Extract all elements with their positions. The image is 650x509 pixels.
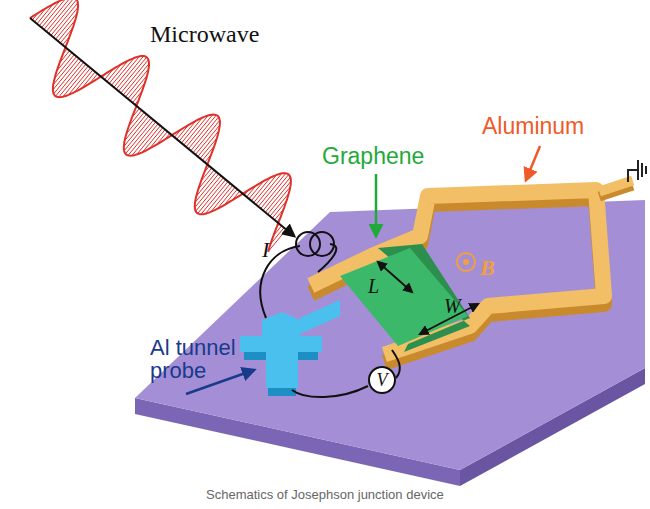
part-label: Al tunnel probe: [150, 336, 250, 382]
wave-hatch: [44, 0, 71, 30]
tunnel-probe: [240, 300, 340, 396]
propagation-arrow: [30, 18, 294, 236]
wave-hatch: [217, 187, 235, 209]
aluminum-frame: [318, 182, 628, 360]
wave-hatch: [107, 64, 121, 81]
field-symbol: [457, 253, 475, 271]
wave-hatch: [249, 181, 264, 199]
wave-label: Microwave: [150, 22, 259, 47]
field-label: B: [480, 256, 495, 279]
pointer-arrow: [375, 174, 378, 236]
length-arrow: [378, 262, 412, 292]
ground-symbol: [628, 160, 646, 182]
wave-hatch: [75, 70, 93, 92]
wave-hatch: [51, 3, 78, 36]
voltmeter-circle: V: [368, 366, 396, 394]
wave-hatch: [128, 122, 156, 155]
wave-hatch: [56, 62, 84, 96]
dimension-label: W: [444, 296, 461, 317]
wave-hatch: [195, 176, 221, 208]
caption: Schematics of Josephson junction device: [206, 488, 444, 502]
meter-symbol: V: [377, 371, 388, 389]
graphene-sheet: [340, 244, 470, 352]
wave-hatch: [149, 130, 165, 149]
dimension-label: L: [368, 276, 379, 297]
wires: [260, 244, 400, 397]
part-label: Graphene: [322, 144, 424, 168]
wave-hatch: [53, 58, 79, 90]
wave-hatch: [224, 189, 237, 205]
wave-hatch: [263, 177, 290, 210]
wave-hatch: [82, 72, 96, 88]
microwave-wave: [30, 0, 294, 252]
wave-hatch: [193, 120, 220, 152]
wave-hatch: [109, 61, 128, 84]
current-source-symbol: [296, 232, 334, 256]
current-label: I: [262, 238, 269, 261]
wave-hatch: [198, 180, 226, 214]
wave-hatch: [121, 60, 148, 93]
pointer-arrow: [526, 146, 540, 180]
part-label: Aluminum: [482, 114, 584, 138]
wave-hatch: [251, 178, 270, 201]
wave-hatch: [143, 128, 163, 152]
